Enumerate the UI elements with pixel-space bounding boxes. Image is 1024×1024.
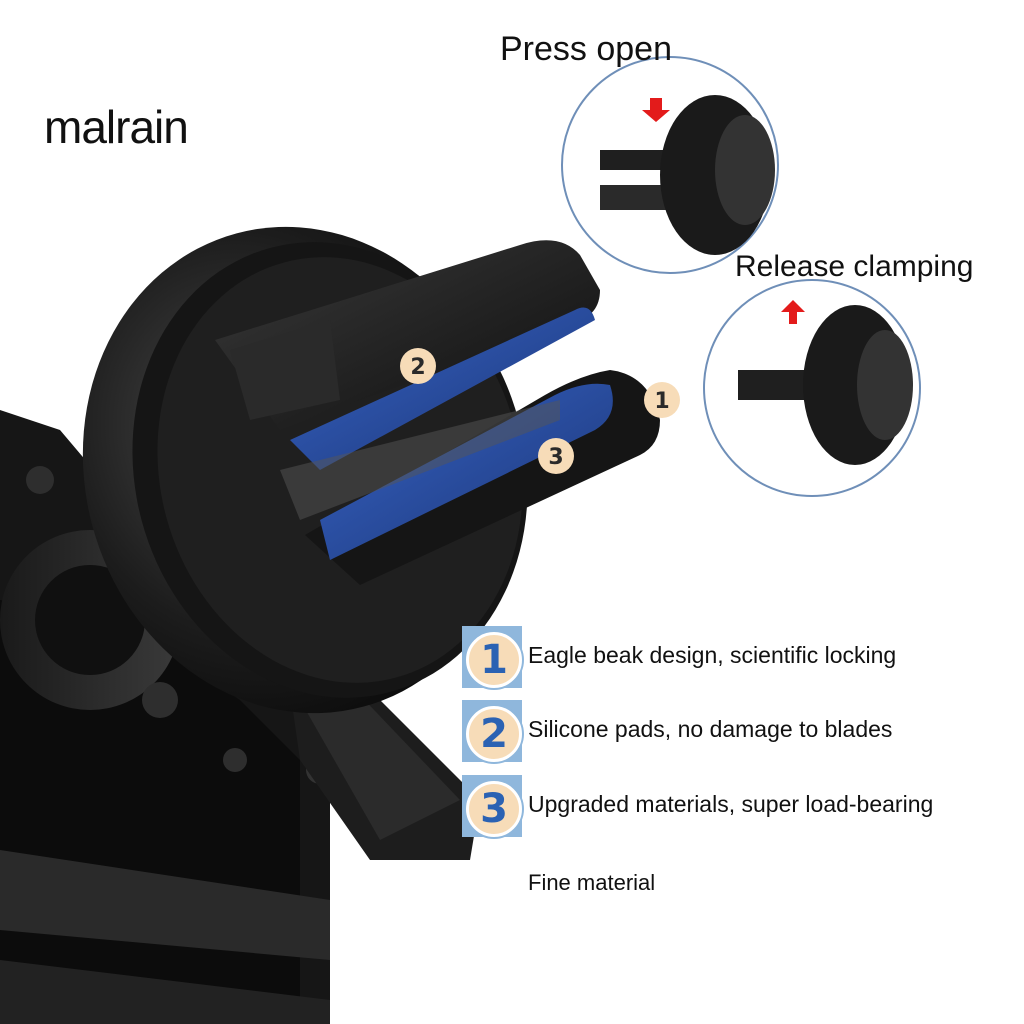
brand-logo: malrain [44,101,189,153]
release-clamping-label: Release clamping [735,250,974,283]
feature-text: Eagle beak design, scientific locking [528,642,897,668]
arrow-down-icon [642,98,670,122]
footer-text: Fine material [528,870,656,895]
press-open-inset [561,56,779,274]
arrow-up-icon [781,300,805,324]
product-number-3: 3 [538,438,574,474]
release-clamping-inset [703,279,921,497]
press-open-label: Press open [500,30,672,68]
feature-number-badge: 2 [466,706,522,762]
feature-number-badge: 1 [466,632,522,688]
product-number-1: 1 [644,382,680,418]
feature-number-badge: 3 [466,781,522,837]
upper-arm [215,240,600,470]
product-number-2: 2 [400,348,436,384]
lower-arm [280,370,660,585]
clip-bracket [290,680,480,860]
feature-text: Upgraded materials, super load-bearing [528,791,934,817]
holder-base [0,410,334,1024]
product-number-label: 3 [548,445,563,470]
feature-text: Silicone pads, no damage to blades [528,716,893,742]
product-number-label: 2 [410,355,425,380]
product-number-label: 1 [654,389,669,414]
